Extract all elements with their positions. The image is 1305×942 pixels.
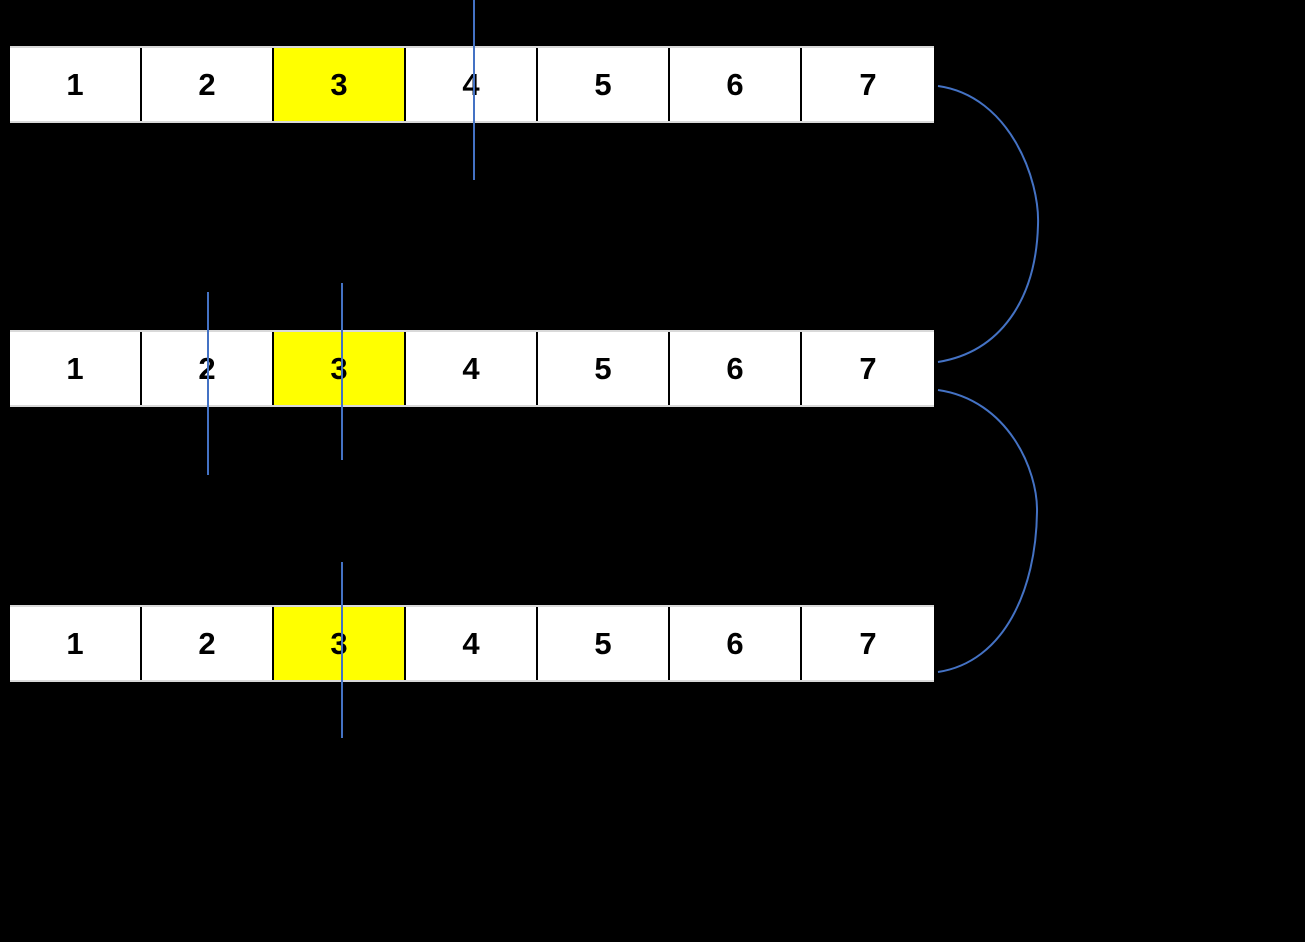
array-cell[interactable]: 7 — [802, 48, 934, 121]
arc-row2-to-row3 — [937, 389, 1039, 673]
array-cell[interactable]: 6 — [670, 607, 802, 680]
array-cell[interactable]: 2 — [142, 48, 274, 121]
array-cell[interactable]: 2 — [142, 607, 274, 680]
array-cell[interactable]: 3 — [274, 332, 406, 405]
pointer-line-row1-index4 — [473, 0, 475, 180]
array-cell[interactable]: 6 — [670, 332, 802, 405]
array-cell[interactable]: 6 — [670, 48, 802, 121]
array-cell[interactable]: 3 — [274, 607, 406, 680]
array-cell[interactable]: 1 — [10, 48, 142, 121]
array-cell[interactable]: 5 — [538, 607, 670, 680]
array-cell[interactable]: 7 — [802, 332, 934, 405]
arc-row1-to-row2 — [937, 85, 1040, 363]
array-cell[interactable]: 5 — [538, 48, 670, 121]
pointer-line-row2-index3 — [341, 283, 343, 460]
array-cell[interactable]: 1 — [10, 332, 142, 405]
array-cell[interactable]: 4 — [406, 607, 538, 680]
array-cell[interactable]: 1 — [10, 607, 142, 680]
pointer-line-row3-index3 — [341, 562, 343, 738]
array-cell[interactable]: 7 — [802, 607, 934, 680]
array-cell[interactable]: 4 — [406, 48, 538, 121]
array-cell[interactable]: 4 — [406, 332, 538, 405]
array-cell[interactable]: 5 — [538, 332, 670, 405]
array-cell[interactable]: 3 — [274, 48, 406, 121]
pointer-line-row2-index2 — [207, 292, 209, 475]
